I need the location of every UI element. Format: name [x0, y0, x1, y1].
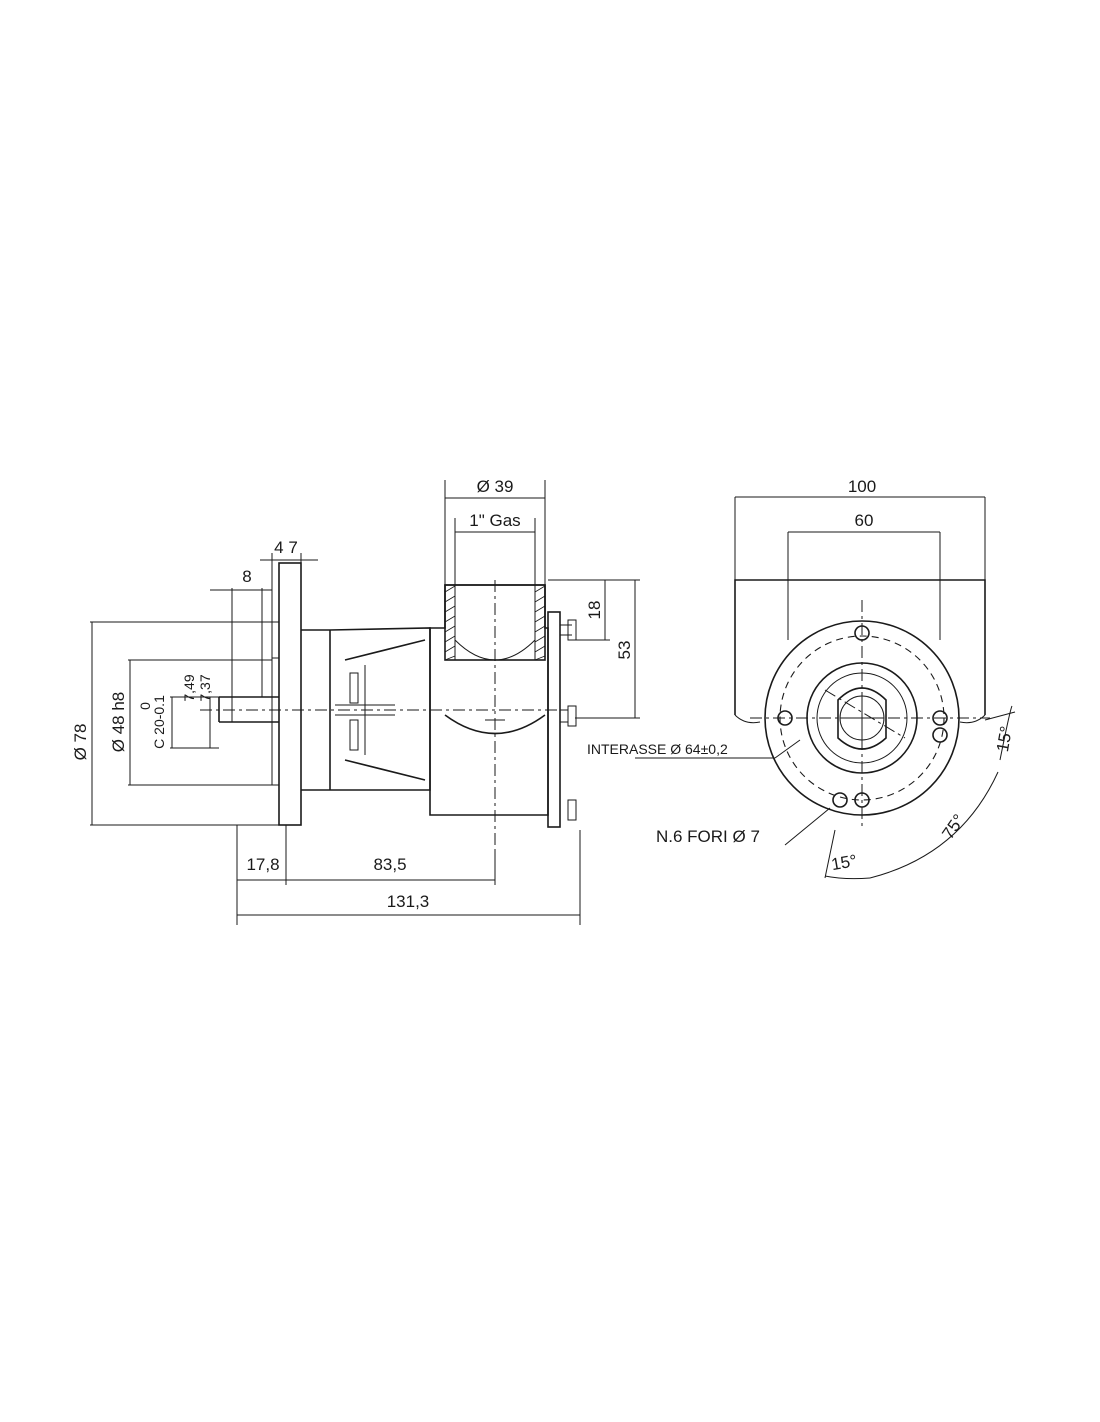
front-view: 100 60 INTERASSE Ø 64±0,2 N.6 FORI Ø 7 1… [587, 477, 1016, 880]
dim-737: 7,37 [197, 674, 213, 701]
dim-port-d39: Ø 39 [477, 477, 514, 496]
bolt-hole [932, 727, 948, 743]
bolt-hole [832, 792, 848, 808]
dim-port-gas: 1" Gas [469, 511, 520, 530]
dim-holes: N.6 FORI Ø 7 [656, 827, 760, 846]
dim-interasse: INTERASSE Ø 64±0,2 [587, 741, 728, 757]
dim-178: 17,8 [246, 855, 279, 874]
dim-53: 53 [615, 641, 634, 660]
dim-angle-75: 75° [938, 811, 968, 843]
dim-width-100: 100 [848, 477, 876, 496]
dim-width-60: 60 [855, 511, 874, 530]
dim-8: 8 [242, 567, 251, 586]
dim-d78: Ø 78 [71, 724, 90, 761]
bolt-hole [932, 710, 948, 726]
cover-plate [547, 611, 561, 828]
hub [837, 687, 887, 750]
dim-key-c-tol: 0 [137, 702, 153, 710]
dim-angle-15-bottom: 15° [830, 851, 859, 874]
dim-d48: Ø 48 h8 [109, 692, 128, 753]
dim-835: 83,5 [373, 855, 406, 874]
pump-body [429, 584, 549, 816]
dim-key-c: C 20-0.1 [151, 695, 167, 749]
front-body-outline [734, 579, 986, 715]
dim-1313: 131,3 [387, 892, 430, 911]
side-view: Ø 78 Ø 48 h8 C 20-0.1 0 7,49 7,37 8 4 7 … [71, 477, 640, 925]
mounting-flange [278, 562, 302, 826]
dim-749: 7,49 [181, 674, 197, 701]
dim-18: 18 [585, 601, 604, 620]
dim-angle-15-right: 15° [993, 725, 1016, 754]
dim-47: 4 7 [274, 538, 298, 557]
